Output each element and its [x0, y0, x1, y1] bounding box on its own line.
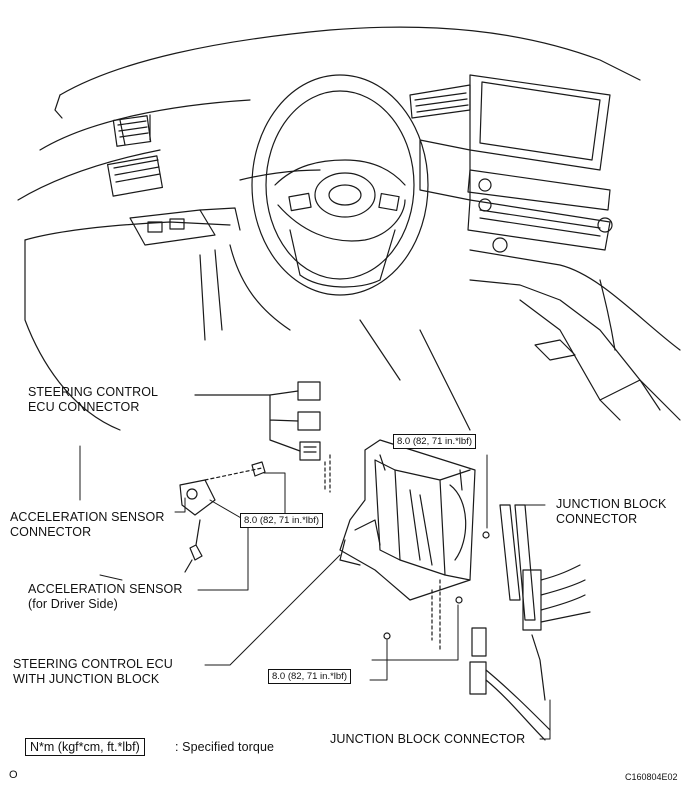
figure-code: C160804E02 — [625, 772, 678, 782]
label-junction-block-connector-right: JUNCTION BLOCK CONNECTOR — [556, 497, 666, 527]
junction-connector-drawing — [469, 504, 591, 741]
label-acceleration-sensor-connector: ACCELERATION SENSOR CONNECTOR — [10, 510, 164, 540]
label-steering-ecu-with-jb: STEERING CONTROL ECU WITH JUNCTION BLOCK — [13, 657, 173, 687]
label-junction-block-connector-bottom: JUNCTION BLOCK CONNECTOR — [330, 732, 526, 746]
label-accel-connector-line2: CONNECTOR — [10, 525, 92, 539]
torque-spec-top: 8.0 (82, 71 in.*lbf) — [393, 434, 476, 449]
ecu-junction-block-drawing — [324, 439, 490, 651]
label-accel-connector-line1: ACCELERATION SENSOR — [10, 510, 165, 524]
label-steering-ecu-connector: STEERING CONTROL ECU CONNECTOR — [28, 385, 158, 415]
label-acceleration-sensor: ACCELERATION SENSOR (for Driver Side) — [28, 582, 182, 612]
ecu-connector-drawing — [194, 381, 321, 461]
acceleration-sensor-drawing — [179, 461, 266, 573]
torque-spec-left: 8.0 (82, 71 in.*lbf) — [240, 513, 323, 528]
label-steering-ecu-connector-line1: STEERING CONTROL — [28, 385, 159, 399]
label-jb-connector-line1: JUNCTION BLOCK — [556, 497, 667, 511]
torque-spec-bottom: 8.0 (82, 71 in.*lbf) — [268, 669, 351, 684]
dashboard-drawing — [17, 26, 681, 431]
label-accel-sensor-line2: (for Driver Side) — [28, 597, 118, 611]
label-ecu-jb-line1: STEERING CONTROL ECU — [13, 657, 173, 671]
leader-lines — [79, 445, 551, 740]
torque-legend-description: : Specified torque — [175, 740, 275, 754]
torque-legend-unit-box: N*m (kgf*cm, ft.*lbf) — [25, 738, 145, 756]
label-ecu-jb-line2: WITH JUNCTION BLOCK — [13, 672, 160, 686]
label-accel-sensor-line1: ACCELERATION SENSOR — [28, 582, 183, 596]
label-steering-ecu-connector-line2: ECU CONNECTOR — [28, 400, 140, 414]
footer-marker: O — [9, 769, 18, 781]
label-jb-connector-line2: CONNECTOR — [556, 512, 638, 526]
